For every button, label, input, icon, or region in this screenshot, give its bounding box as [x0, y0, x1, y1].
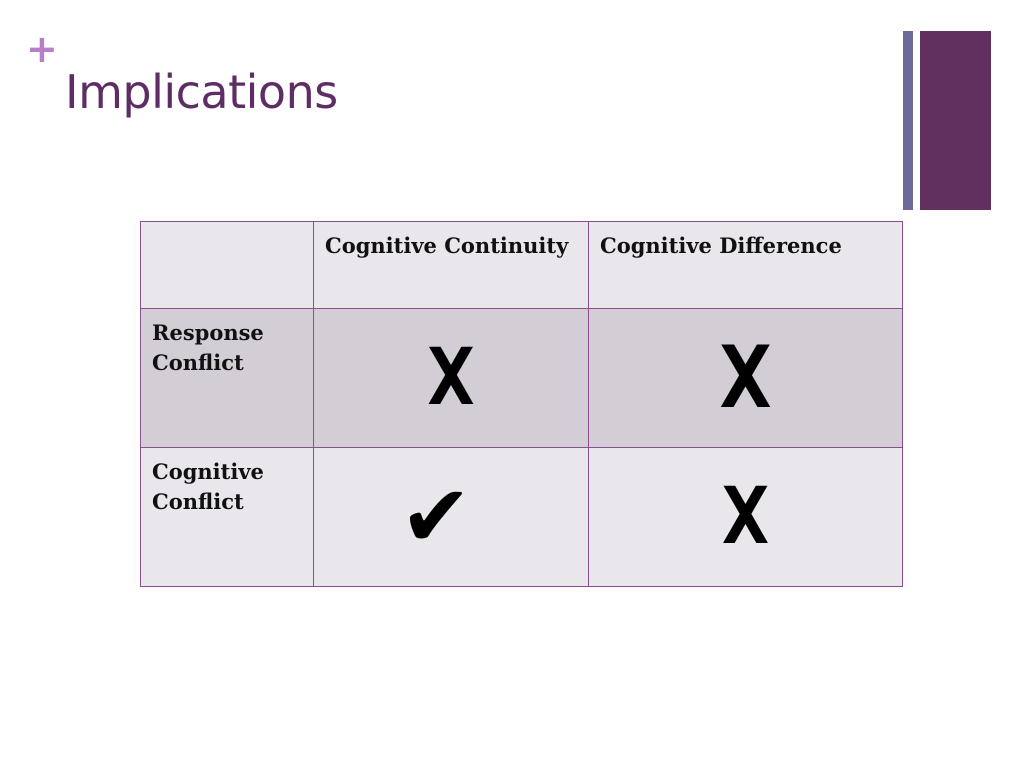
x-mark-icon: X — [427, 333, 475, 423]
row-header-label: Cognitive Conflict — [152, 459, 264, 514]
checkmark-icon: ✔ — [399, 467, 473, 567]
cell-cognitive-difference: X — [588, 447, 903, 587]
table-header-row: Cognitive Continuity Cognitive Differenc… — [140, 221, 903, 309]
row-header-label: Response Conflict — [152, 320, 264, 375]
column-header-cognitive-continuity: Cognitive Continuity — [313, 221, 589, 309]
header-corner-label — [141, 222, 313, 240]
accent-bar-thin — [903, 31, 913, 210]
x-mark-icon: X — [719, 328, 772, 428]
column-header-label: Cognitive Difference — [600, 233, 842, 258]
table-row-cognitive-conflict: Cognitive Conflict ✔ X — [140, 447, 903, 587]
implications-table: Cognitive Continuity Cognitive Differenc… — [140, 221, 903, 587]
slide-title: Implications — [65, 65, 338, 119]
row-header-cognitive-conflict: Cognitive Conflict — [140, 447, 314, 587]
x-mark-icon: X — [722, 472, 769, 562]
plus-icon: + — [26, 27, 58, 71]
table-corner-cell — [140, 221, 314, 309]
row-header-response-conflict: Response Conflict — [140, 308, 314, 448]
cell-response-continuity: X — [313, 308, 589, 448]
column-header-label: Cognitive Continuity — [325, 233, 569, 258]
accent-bar-thick — [920, 31, 991, 210]
column-header-cognitive-difference: Cognitive Difference — [588, 221, 903, 309]
cell-cognitive-continuity: ✔ — [313, 447, 589, 587]
table-row-response-conflict: Response Conflict X X — [140, 308, 903, 448]
cell-response-difference: X — [588, 308, 903, 448]
